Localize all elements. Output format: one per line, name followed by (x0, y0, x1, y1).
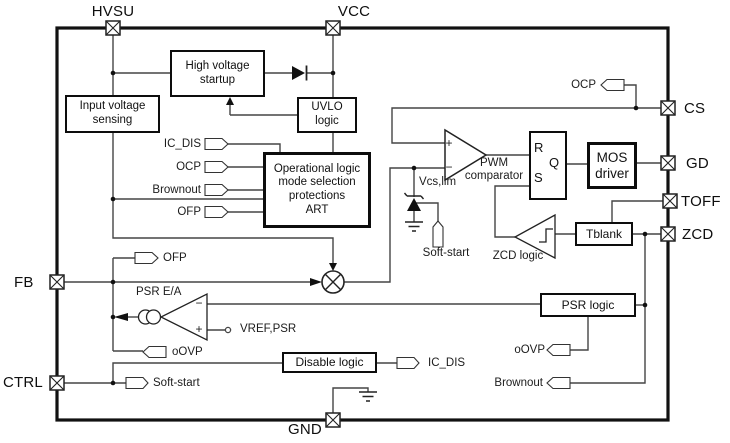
signal-tags (125, 78, 625, 390)
label-soft-start-clamp: Soft-start (422, 247, 470, 259)
label-pwm-comparator: PWM comparator (464, 157, 524, 182)
pin-label-toff: TOFF (681, 193, 721, 210)
block-mos-driver: MOS driver (587, 142, 637, 189)
current-source-icon (145, 309, 162, 325)
pin-label-cs: CS (684, 100, 706, 117)
flipflop-r-input: R (534, 140, 544, 155)
pin-vcc (325, 20, 341, 36)
block-input-voltage-sensing: Input voltage sensing (65, 95, 160, 133)
pin-fb (49, 274, 65, 290)
block-psr-logic: PSR logic (540, 293, 636, 317)
pin-label-zcd: ZCD (682, 226, 714, 243)
chip-outline (55, 26, 670, 422)
hysteresis-icon (539, 228, 553, 243)
label-vref-psr: VREF,PSR (240, 323, 297, 335)
block-rs-flipflop (529, 131, 567, 200)
psr-error-amp-icon (159, 292, 208, 342)
label-ocp-in: OCP (176, 161, 201, 173)
tag-soft-start-clamp (432, 220, 444, 248)
package-pins (49, 20, 678, 428)
arrow-left-icon (114, 313, 128, 321)
label-vcs-lim: Vcs,lim (419, 176, 457, 188)
tag-brownout-in (204, 183, 229, 197)
pin-gd (660, 155, 676, 171)
tag-ofp-in (204, 205, 229, 219)
symbol-strokes (305, 65, 425, 402)
tag-soft-start-ctrl (125, 376, 149, 390)
tag-oovp-psr (546, 343, 571, 357)
vref-terminal (224, 326, 232, 334)
label-brownout-in: Brownout (152, 184, 201, 196)
label-oovp-psr: oOVP (514, 344, 545, 356)
pin-label-gnd: GND (288, 421, 322, 438)
flipflop-s-input: S (534, 170, 543, 185)
block-tblank: Tblank (575, 222, 633, 246)
label-zcd-logic: ZCD logic (492, 250, 544, 262)
psr-minus-input: − (195, 296, 203, 310)
arrow-down-icon (329, 263, 337, 271)
ground-icon (405, 221, 423, 232)
tag-oovp-fb (142, 345, 167, 359)
tag-ocp-cs (600, 78, 625, 92)
zcd-comparator-icon (513, 213, 556, 260)
pin-label-vcc: VCC (337, 3, 371, 20)
ground-icon (359, 391, 377, 402)
pin-zcd (660, 226, 676, 242)
label-brownout-zcd: Brownout (494, 377, 543, 389)
pin-label-fb: FB (14, 274, 34, 291)
block-uvlo-logic: UVLO logic (297, 97, 357, 133)
pin-label-gd: GD (686, 155, 709, 172)
pwm-comparator-icon (444, 128, 488, 182)
label-soft-start-ctrl: Soft-start (153, 377, 200, 389)
diode-icon (292, 66, 305, 80)
pwm-minus-input: − (445, 160, 453, 174)
pin-toff (662, 193, 678, 209)
label-ofp-fb: OFP (163, 252, 187, 264)
pin-hvsu (105, 20, 121, 36)
wires (64, 35, 664, 413)
pwm-plus-input: + (445, 136, 453, 150)
psr-plus-input: + (195, 322, 203, 336)
tag-brownout-zcd (546, 376, 571, 390)
pin-label-hvsu: HVSU (91, 3, 135, 20)
tag-ic-dis-out (396, 356, 420, 370)
multiplier-cross (324, 273, 342, 291)
arrows-and-junctions (110, 66, 648, 386)
arrow-up-icon (226, 97, 234, 105)
tag-ic-dis-in (204, 137, 229, 151)
label-oovp-fb: oOVP (172, 346, 203, 358)
flipflop-q-output: Q (549, 155, 560, 170)
tag-ofp-fb (134, 251, 159, 265)
analog-symbols (137, 128, 556, 342)
pin-cs (660, 100, 676, 116)
label-ic-dis-in: IC_DIS (163, 138, 201, 150)
block-disable-logic: Disable logic (282, 352, 377, 373)
zener-bar (403, 192, 425, 200)
label-ic-dis-out: IC_DIS (428, 357, 466, 369)
pin-gnd (325, 412, 341, 428)
zener-diode-icon (407, 198, 421, 211)
pin-ctrl (49, 375, 65, 391)
label-ofp-in: OFP (177, 206, 201, 218)
block-operational-logic: Operational logic mode selection protect… (263, 152, 371, 228)
pin-label-ctrl: CTRL (3, 374, 43, 391)
label-psr-ea: PSR E/A (136, 286, 182, 298)
tag-ocp-in (204, 160, 229, 174)
arrow-right-icon (310, 278, 322, 286)
label-ocp-cs: OCP (571, 79, 596, 91)
block-high-voltage-startup: High voltage startup (170, 50, 265, 97)
